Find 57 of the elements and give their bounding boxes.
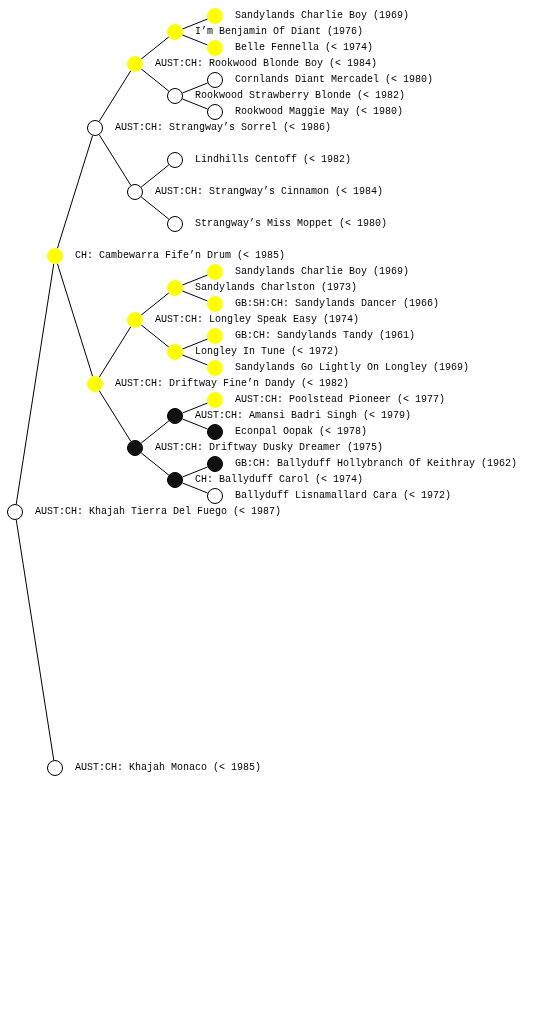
connector-line xyxy=(140,36,170,60)
connector-line xyxy=(98,390,132,442)
connector-line xyxy=(181,354,209,366)
dog-name-label: GB:SH:CH: Sandylands Dancer (1966) xyxy=(235,298,440,310)
dog-name-label: GB:CH: Ballyduff Hollybranch Of Keithray (1962) xyxy=(235,458,518,470)
dog-name-label: Econpal Oopak (< 1978) xyxy=(235,426,368,438)
dog-name-label: Sandylands Charlston (1973) xyxy=(195,282,358,294)
connector-line xyxy=(140,164,170,188)
dog-name-label: Belle Fennella (< 1974) xyxy=(235,42,374,54)
connector-line xyxy=(98,326,132,378)
dog-name-label: AUST:CH: Khajah Monaco (< 1985) xyxy=(75,762,262,774)
connector-line xyxy=(15,519,55,761)
connector-line xyxy=(181,82,209,94)
connector-line xyxy=(181,418,209,430)
dog-name-label: Sandylands Go Lightly On Longley (1969) xyxy=(235,362,470,374)
dog-name-label: AUST:CH: Strangway’s Cinnamon (< 1984) xyxy=(155,186,384,198)
connector-line xyxy=(181,402,209,414)
dog-name-label: AUST:CH: Khajah Tierra Del Fuego (< 1987) xyxy=(35,506,282,518)
dog-name-label: AUST:CH: Poolstead Pioneer (< 1977) xyxy=(235,394,446,406)
dog-name-label: AUST:CH: Longley Speak Easy (1974) xyxy=(155,314,360,326)
connector-line xyxy=(181,98,209,110)
dog-name-label: AUST:CH: Strangway’s Sorrel (< 1986) xyxy=(115,122,332,134)
connector-line xyxy=(15,263,55,505)
dog-name-label: Longley In Tune (< 1972) xyxy=(195,346,340,358)
dog-name-label: Rookwood Maggie May (< 1980) xyxy=(235,106,404,118)
connector-line xyxy=(181,466,209,478)
dog-name-label: I’m Benjamin Of Diant (1976) xyxy=(195,26,364,38)
connector-line xyxy=(140,324,170,348)
dog-name-label: Sandylands Charlie Boy (1969) xyxy=(235,10,410,22)
dog-name-label: CH: Cambewarra Fife’n Drum (< 1985) xyxy=(75,250,286,262)
dog-name-label: AUST:CH: Driftway Fine’n Dandy (< 1982) xyxy=(115,378,350,390)
dog-name-label: AUST:CH: Driftway Dusky Dreamer (1975) xyxy=(155,442,384,454)
dog-name-label: AUST:CH: Amansi Badri Singh (< 1979) xyxy=(195,410,412,422)
connector-line xyxy=(140,292,170,316)
connector-line xyxy=(140,196,170,220)
dog-name-label: Rookwood Strawberry Blonde (< 1982) xyxy=(195,90,406,102)
dog-name-label: Ballyduff Lisnamallard Cara (< 1972) xyxy=(235,490,452,502)
connector-line xyxy=(181,290,209,302)
connector-line xyxy=(181,482,209,494)
connector-line xyxy=(56,263,94,377)
connector-line xyxy=(98,134,132,186)
dog-name-label: Lindhills Centoff (< 1982) xyxy=(195,154,352,166)
connector-line xyxy=(181,274,209,286)
dog-name-label: CH: Ballyduff Carol (< 1974) xyxy=(195,474,364,486)
connector-line xyxy=(140,68,170,92)
connector-line xyxy=(140,420,170,444)
dog-name-label: Strangway’s Miss Moppet (< 1980) xyxy=(195,218,388,230)
dog-name-label: Sandylands Charlie Boy (1969) xyxy=(235,266,410,278)
connector-line xyxy=(181,18,209,30)
connector-line xyxy=(181,338,209,350)
connector-line xyxy=(140,452,170,476)
connector-line xyxy=(181,34,209,46)
connector-line xyxy=(98,70,132,122)
dog-name-label: AUST:CH: Rookwood Blonde Boy (< 1984) xyxy=(155,58,378,70)
dog-name-label: Cornlands Diant Mercadel (< 1980) xyxy=(235,74,434,86)
connector-line xyxy=(56,135,94,249)
dog-name-label: GB:CH: Sandylands Tandy (1961) xyxy=(235,330,416,342)
